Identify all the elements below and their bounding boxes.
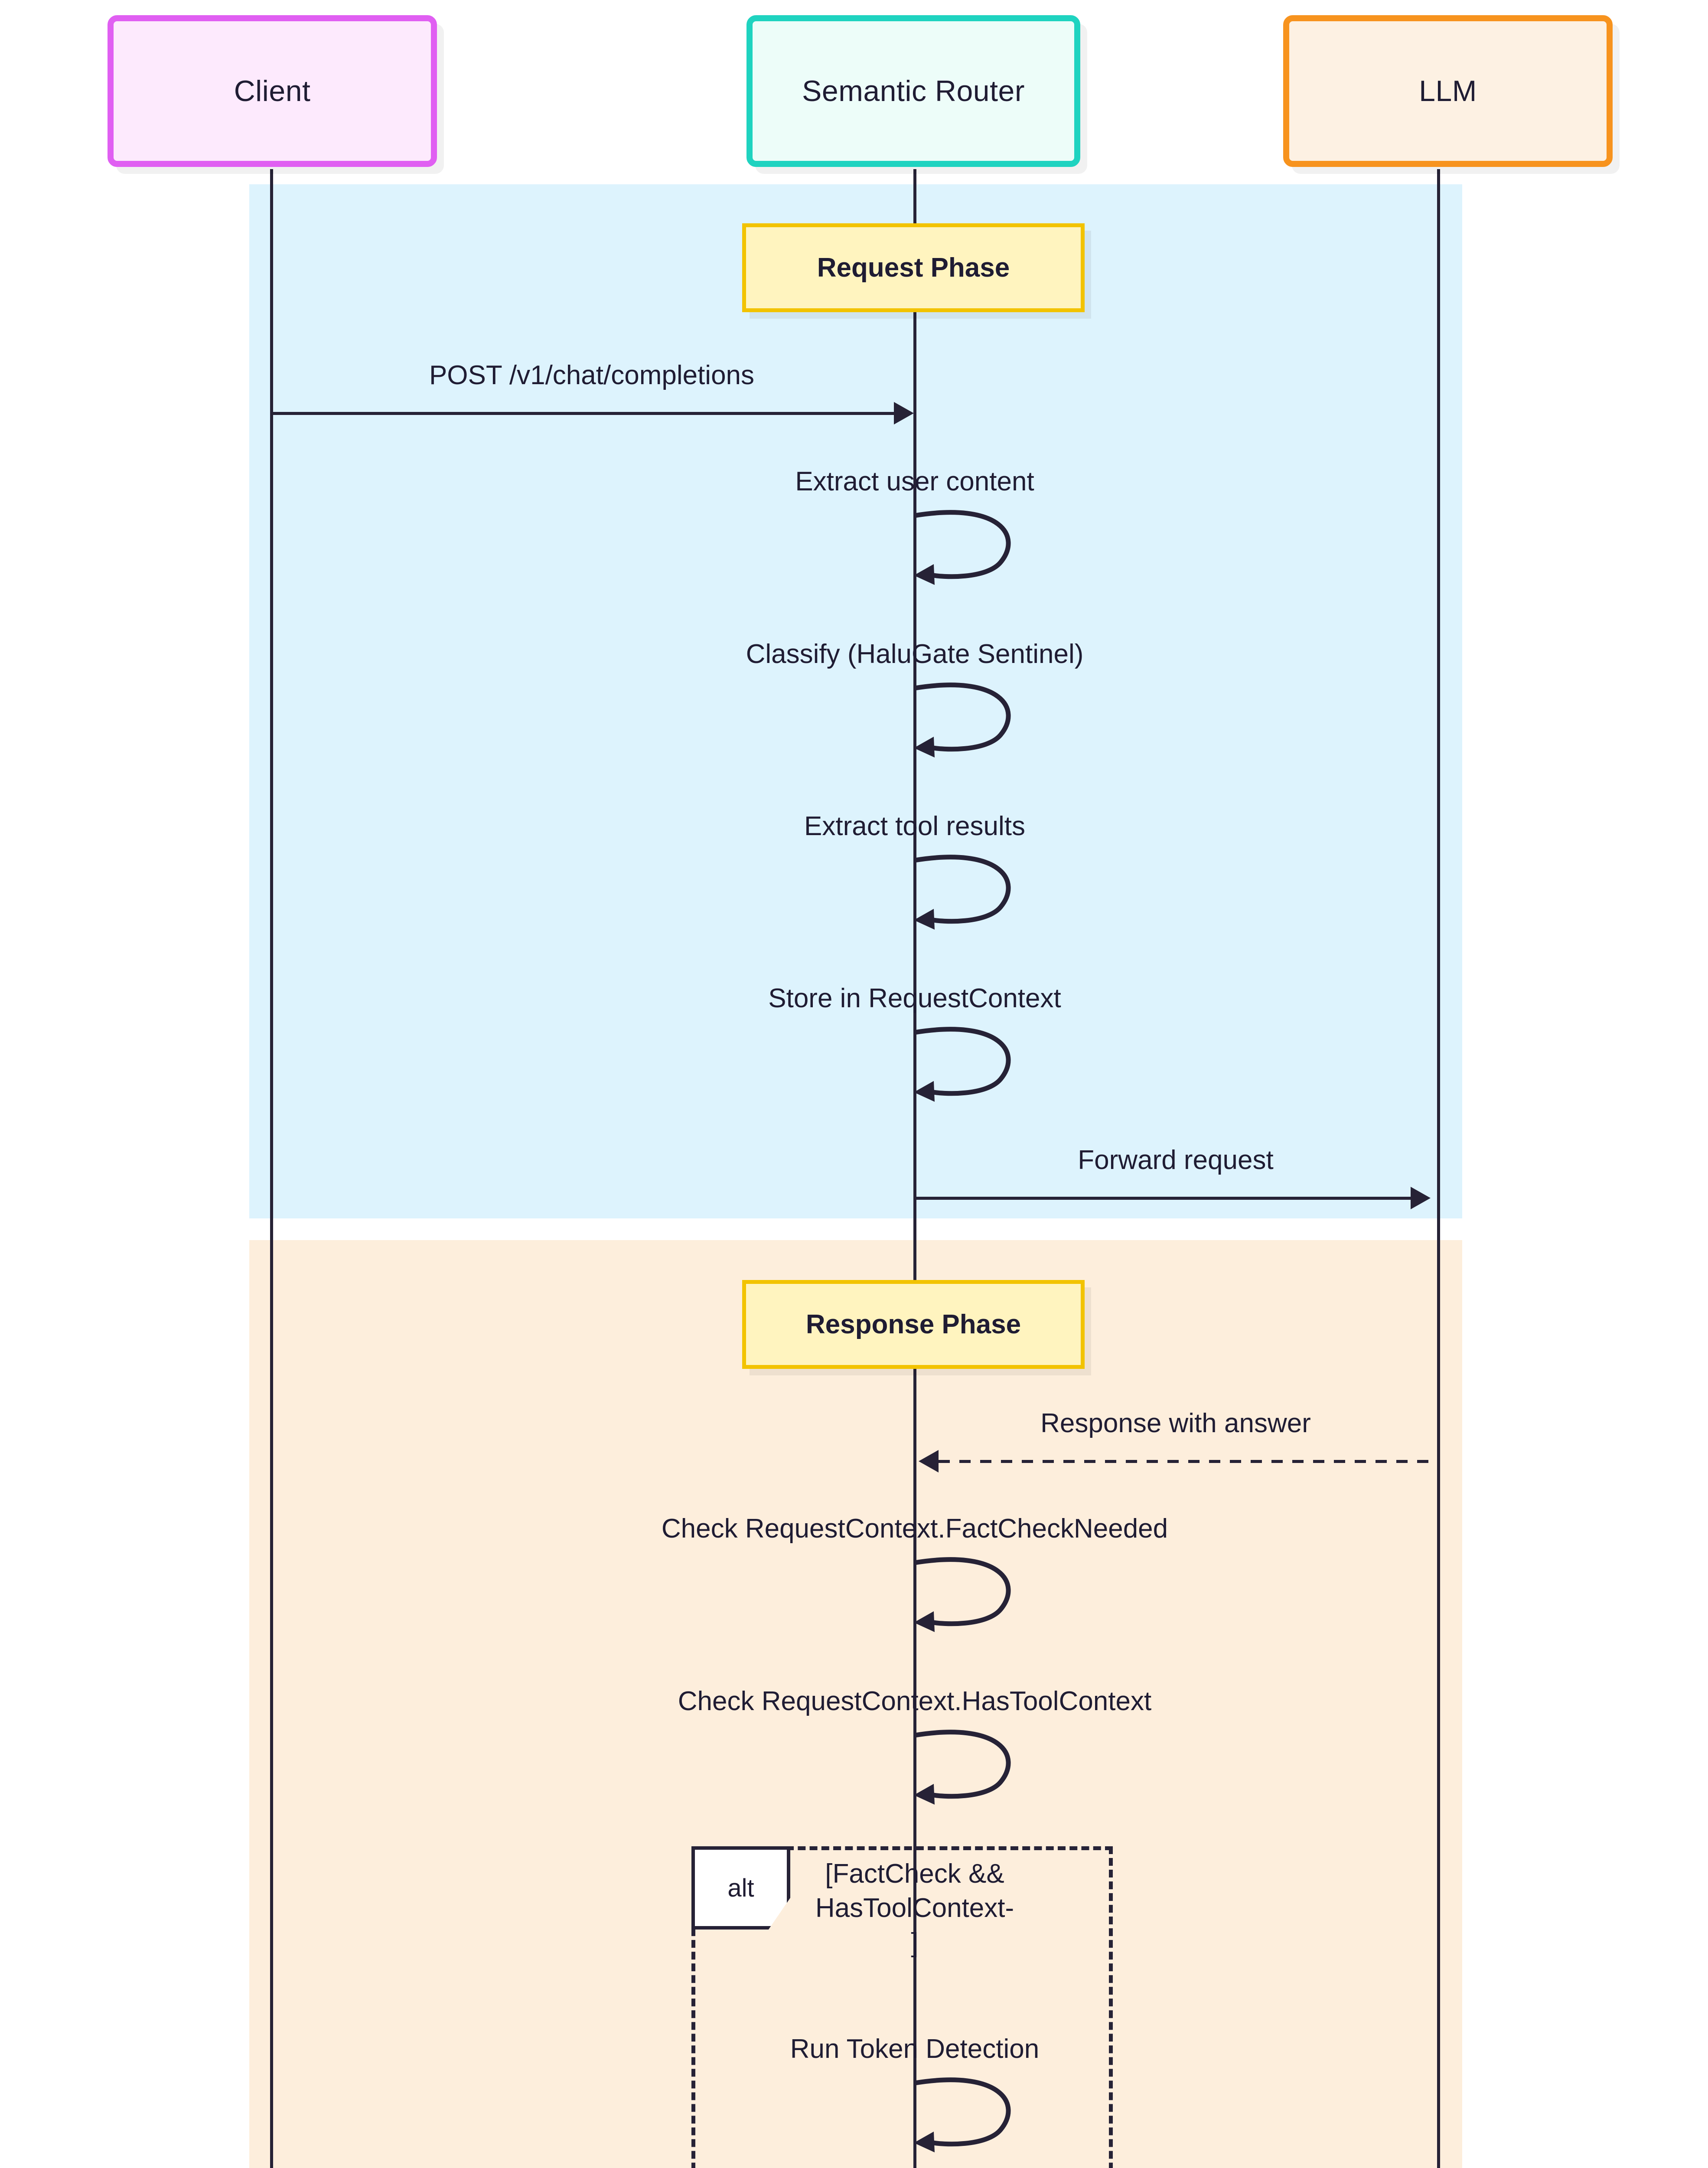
message-label-extract-user-content: Extract user content: [795, 467, 1034, 496]
actor-client-top[interactable]: Client: [108, 15, 437, 167]
selfloop-classify-halugate: [914, 682, 1027, 760]
alt-block-right-border: [1109, 1846, 1113, 2168]
message-label-response-with-answer: Response with answer: [1040, 1408, 1311, 1438]
note-request-phase-label: Request Phase: [817, 253, 1010, 283]
lifeline-router: [913, 169, 916, 2168]
message-label-classify-halugate: Classify (HaluGate Sentinel): [746, 639, 1084, 669]
message-arrowhead-forward-request: [1411, 1187, 1431, 1209]
message-label-check-hastoolcontext: Check RequestContext.HasToolContext: [678, 1686, 1152, 1716]
request-phase-background: [249, 184, 1462, 1218]
alt-block: [691, 1846, 1113, 2168]
note-response-phase: Response Phase: [742, 1280, 1085, 1369]
alt-condition-1-line-2: HasToolContext-: [815, 1893, 1014, 1923]
alt-block-top-border: [691, 1846, 1113, 1850]
message-arrow-forward-request: [915, 1197, 1411, 1200]
selfloop-run-token-detection: [914, 2077, 1027, 2155]
note-request-phase: Request Phase: [742, 223, 1085, 312]
selfloop-store-requestcontext: [914, 1026, 1027, 1104]
selfloop-check-factcheckneeded: [914, 1557, 1027, 1635]
message-arrow-post-completions: [271, 412, 894, 415]
lifeline-llm: [1437, 169, 1440, 2168]
alt-block-left-border: [691, 1846, 695, 2168]
message-arrowhead-post-completions: [894, 402, 914, 424]
alt-condition-1: [FactCheck && HasToolContext- ]: [815, 1857, 1014, 1960]
actor-client-top-label: Client: [234, 75, 311, 108]
alt-condition-1-line-1: [FactCheck &&: [825, 1859, 1004, 1889]
message-label-store-requestcontext: Store in RequestContext: [768, 983, 1061, 1013]
message-label-extract-tool-results: Extract tool results: [804, 811, 1025, 841]
alt-condition-1-line-3: ]: [911, 1927, 919, 1958]
selfloop-check-hastoolcontext: [914, 1729, 1027, 1807]
lifeline-client: [270, 169, 273, 2168]
alt-block-tag-label: alt: [727, 1874, 754, 1902]
alt-block-tag: alt: [691, 1846, 790, 1930]
actor-router-top[interactable]: Semantic Router: [746, 15, 1080, 167]
message-label-post-completions: POST /v1/chat/completions: [429, 360, 755, 390]
message-label-check-factcheckneeded: Check RequestContext.FactCheckNeeded: [661, 1514, 1168, 1544]
actor-llm-top-label: LLM: [1419, 75, 1477, 108]
message-label-run-token-detection: Run Token Detection: [790, 2034, 1040, 2064]
message-label-forward-request: Forward request: [1078, 1145, 1274, 1175]
message-arrow-response-with-answer: [939, 1460, 1438, 1463]
note-response-phase-label: Response Phase: [805, 1309, 1021, 1339]
actor-llm-top[interactable]: LLM: [1283, 15, 1613, 167]
actor-router-top-label: Semantic Router: [802, 75, 1025, 108]
message-arrowhead-response-with-answer: [919, 1450, 939, 1473]
selfloop-extract-user-content: [914, 509, 1027, 588]
response-phase-background: [249, 1240, 1462, 2168]
selfloop-extract-tool-results: [914, 854, 1027, 932]
